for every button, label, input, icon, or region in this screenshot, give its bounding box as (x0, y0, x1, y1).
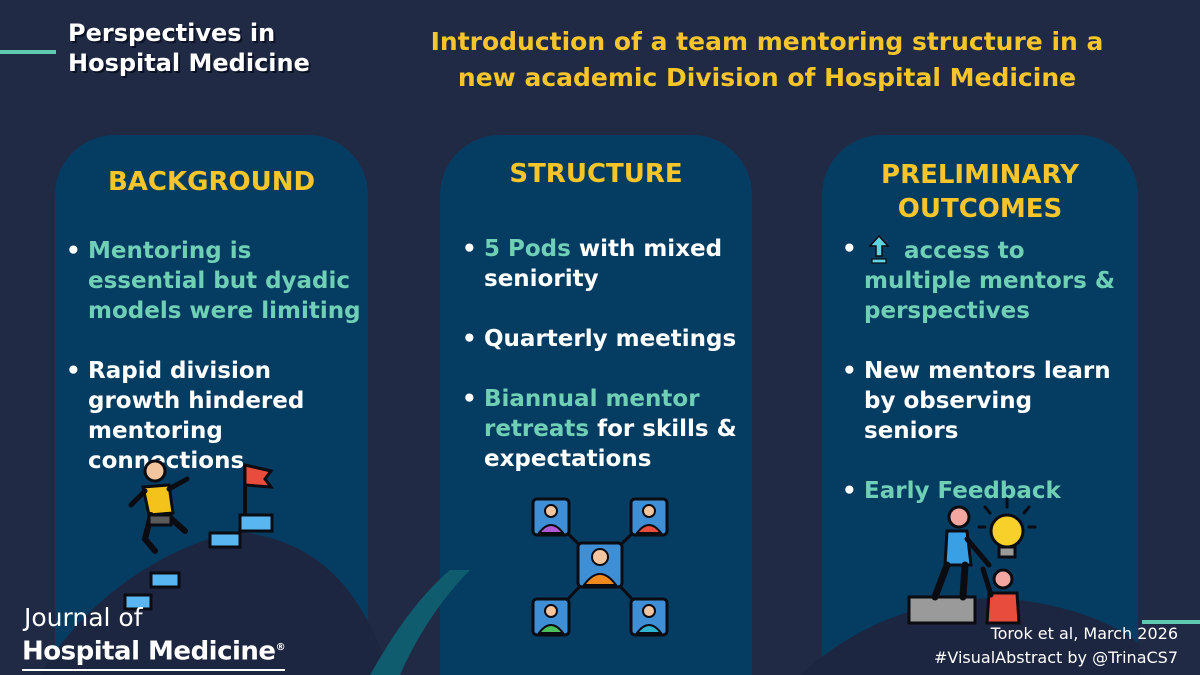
registered-mark: ® (275, 642, 286, 653)
pods-highlight: 5 Pods (484, 236, 571, 262)
outcomes-list: access to multiple mentors & perspective… (842, 234, 1132, 536)
list-item: New mentors learn by observing seniors (842, 356, 1132, 446)
hill-decoration (40, 532, 1140, 675)
series-title: Perspectives in Hospital Medicine (68, 18, 368, 78)
series-title-line1: Perspectives in (68, 19, 276, 47)
right-accent-line (1142, 620, 1200, 624)
climber-icon (123, 459, 275, 611)
outcomes-heading-line2: OUTCOMES (897, 194, 1063, 224)
retreats-rest: for skills & expectations (484, 416, 737, 472)
journal-logo-line1: Journal of (24, 603, 143, 632)
pods-rest: with mixed seniority (484, 236, 723, 292)
page-title-line2: new academic Division of Hospital Medici… (457, 63, 1077, 92)
list-item: Mentoring is essential but dyadic models… (66, 236, 366, 326)
journal-name: Hospital Medicine (22, 636, 276, 667)
up-arrow-icon (868, 234, 890, 264)
list-item: Rapid division growth hindered mentoring… (66, 356, 366, 476)
citation: Torok et al, March 2026 #VisualAbstract … (934, 622, 1178, 670)
background-list: Mentoring is essential but dyadic models… (66, 236, 366, 506)
credit-text: #VisualAbstract by @TrinaCS7 (933, 648, 1178, 667)
mentor-lightbulb-icon (907, 497, 1037, 625)
access-text: access to multiple mentors & perspective… (864, 238, 1115, 324)
citation-text: Torok et al, March 2026 (990, 624, 1178, 643)
journal-logo-line2: Hospital Medicine® (22, 633, 286, 671)
page-title-line1: Introduction of a team mentoring structu… (430, 27, 1104, 56)
page-title: Introduction of a team mentoring structu… (372, 24, 1162, 96)
series-title-line2: Hospital Medicine (68, 49, 310, 77)
retreats-highlight: Biannual mentor retreats (484, 386, 700, 442)
list-item: access to multiple mentors & perspective… (842, 234, 1132, 326)
background-heading: BACKGROUND (107, 167, 316, 197)
outcomes-heading-line1: PRELIMINARY (881, 160, 1079, 190)
list-item: Early Feedback (842, 476, 1132, 506)
structure-list: 5 Pods with mixed seniority Quarterly me… (462, 234, 747, 504)
team-network-icon (531, 497, 669, 637)
outcomes-heading: PRELIMINARY OUTCOMES (822, 158, 1138, 226)
list-item: 5 Pods with mixed seniority (462, 234, 747, 294)
left-accent-line (0, 50, 56, 54)
list-item: Biannual mentor retreats for skills & ex… (462, 384, 747, 474)
structure-heading: STRUCTURE (509, 159, 683, 189)
list-item: Quarterly meetings (462, 324, 747, 354)
